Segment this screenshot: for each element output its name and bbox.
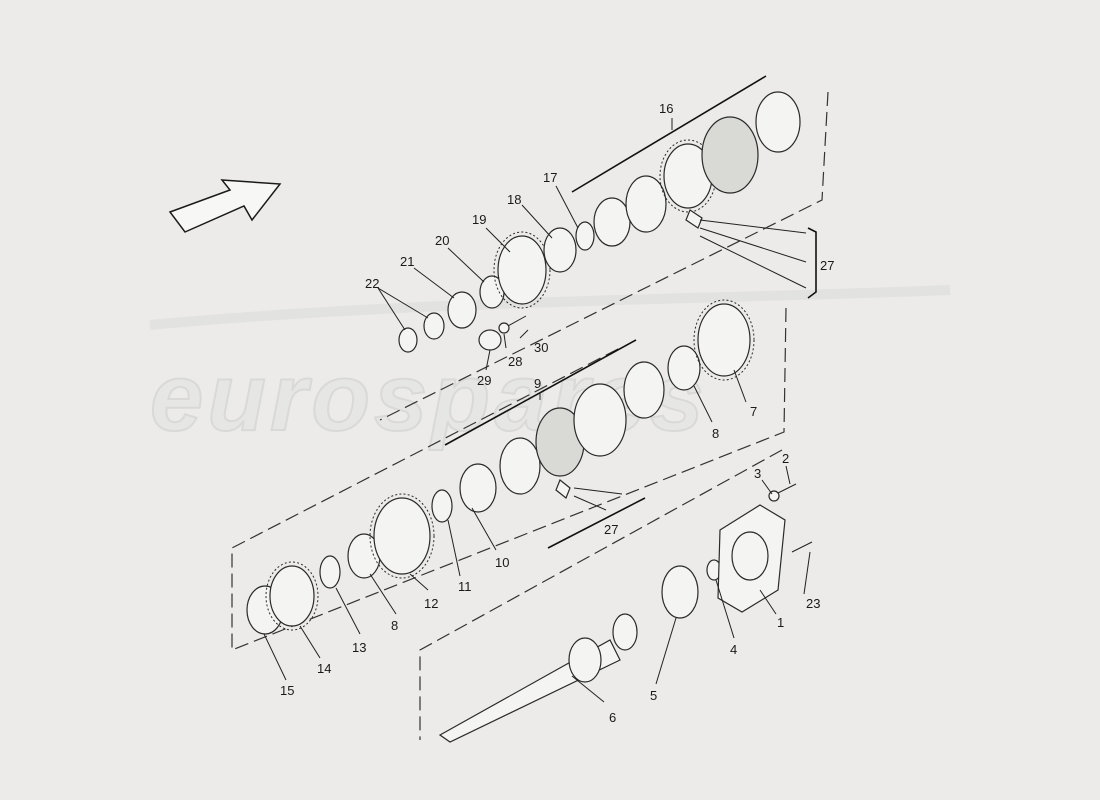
callout-17: 17	[543, 170, 557, 185]
callout-18: 18	[507, 192, 521, 207]
bearing-22b	[423, 312, 445, 340]
callout-27b: 27	[604, 522, 618, 537]
callout-10: 10	[495, 555, 509, 570]
callout-9: 9	[534, 376, 541, 391]
bolt-2	[775, 483, 797, 495]
callout-16: 16	[659, 101, 673, 116]
callout-23: 23	[806, 596, 820, 611]
callout-4: 4	[730, 642, 737, 657]
ring-17	[575, 221, 595, 251]
callout-13: 13	[352, 640, 366, 655]
bolt-23	[791, 541, 813, 553]
callout-15: 15	[280, 683, 294, 698]
callout-29: 29	[477, 373, 491, 388]
callout-21: 21	[400, 254, 414, 269]
callout-7: 7	[750, 404, 757, 419]
assembly-boundaries	[231, 91, 829, 740]
callout-20: 20	[435, 233, 449, 248]
callout-14: 14	[317, 661, 331, 676]
upper-gear-group	[398, 91, 801, 353]
synchro-ring-9b	[623, 361, 665, 419]
sleeve-9	[573, 383, 627, 457]
callout-8a: 8	[712, 426, 719, 441]
callout-1: 1	[777, 615, 784, 630]
callout-19: 19	[472, 212, 486, 227]
leader-lines	[263, 118, 811, 703]
callout-5: 5	[650, 688, 657, 703]
watermark-text: eurospares	[150, 344, 708, 451]
callout-12: 12	[424, 596, 438, 611]
callout-8b: 8	[391, 618, 398, 633]
callout-30: 30	[534, 340, 548, 355]
callout-2: 2	[782, 451, 789, 466]
callout-labels: 1 2 3 4 5 6 7 8 8 9 10 11 12 13 14 15 16…	[280, 101, 834, 725]
lower-shaft-group	[438, 483, 813, 743]
bearing-5	[661, 565, 699, 619]
watermark: eurospares	[149, 285, 951, 452]
bolt-30	[507, 315, 527, 327]
shaft-gear-b	[612, 613, 638, 651]
gear-14	[269, 565, 315, 627]
callout-11: 11	[458, 579, 472, 594]
shaft-gear-a	[568, 637, 602, 683]
bearing-21	[447, 291, 477, 329]
needle-bearing-18	[543, 227, 577, 273]
bearing-22a	[398, 327, 418, 353]
ring-11	[431, 489, 453, 523]
callout-22: 22	[365, 276, 379, 291]
sleeve-16	[701, 116, 759, 194]
callout-28: 28	[508, 354, 522, 369]
gear-12	[373, 497, 431, 575]
bushing-29	[478, 329, 502, 351]
synchro-ring-a	[593, 197, 631, 247]
synchro-ring-10	[459, 463, 497, 513]
gear-7	[697, 303, 751, 377]
callout-6: 6	[609, 710, 616, 725]
synchro-ring-c	[755, 91, 801, 153]
gear-19	[497, 235, 547, 305]
callout-27a: 27	[820, 258, 834, 273]
middle-gear-group	[246, 299, 755, 635]
washer-28	[498, 322, 510, 334]
direction-arrow-icon	[168, 179, 282, 233]
detent-spring-27a	[685, 209, 703, 229]
synchro-ring-9a	[499, 437, 541, 495]
callout-3: 3	[754, 466, 761, 481]
detent-spring-27b	[555, 479, 571, 499]
needle-bearing-8a	[667, 345, 701, 391]
synchro-ring-b	[625, 175, 667, 233]
ring-13	[319, 555, 341, 589]
